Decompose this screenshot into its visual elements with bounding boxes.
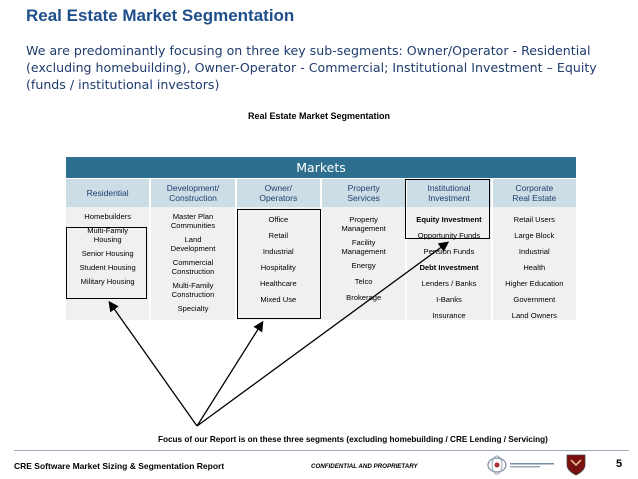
page-subtitle: We are predominantly focusing on three k… bbox=[26, 43, 597, 92]
list-item: Homebuilders bbox=[84, 212, 132, 221]
header-residential: Residential bbox=[66, 179, 152, 207]
list-item: I-Banks bbox=[436, 295, 462, 304]
list-item: Telco bbox=[354, 277, 373, 286]
list-item: Land Owners bbox=[511, 311, 557, 320]
column-owner-operators: Office Retail Industrial Hospitality Hea… bbox=[236, 207, 322, 320]
focus-note: Focus of our Report is on these three se… bbox=[158, 435, 548, 444]
list-item: Industrial bbox=[518, 247, 550, 256]
list-item: Pension Funds bbox=[423, 247, 475, 256]
highlight-box-residential bbox=[66, 227, 147, 299]
list-item: Large Block bbox=[514, 231, 555, 240]
list-item: Equity Investment bbox=[416, 215, 482, 224]
list-item: Commercial Construction bbox=[171, 258, 215, 276]
page-number: 5 bbox=[616, 458, 623, 470]
header-institutional-investment: Institutional Investment bbox=[407, 179, 493, 207]
footer-divider bbox=[14, 450, 629, 451]
list-item: Military Housing bbox=[80, 277, 135, 286]
column-headers: Residential Development/ Construction Ow… bbox=[66, 179, 576, 207]
column-development: Master Plan Communities Land Development… bbox=[151, 207, 237, 320]
crest-logo-icon bbox=[566, 454, 586, 476]
list-item: Master Plan Communities bbox=[170, 212, 216, 230]
footer-report-title: CRE Software Market Sizing & Segmentatio… bbox=[14, 461, 225, 471]
list-item: Insurance bbox=[432, 311, 466, 320]
list-item: Facility Management bbox=[341, 238, 386, 256]
list-item: Retail bbox=[268, 231, 289, 240]
list-item: Brokerage bbox=[346, 293, 382, 302]
list-item: Government bbox=[513, 295, 556, 304]
list-item: Health bbox=[523, 263, 546, 272]
page-title: Real Estate Market Segmentation bbox=[26, 6, 295, 25]
list-item: Multi-Family Construction bbox=[171, 281, 215, 299]
column-property-services: Property Management Facility Management … bbox=[321, 207, 408, 320]
list-item: Industrial bbox=[262, 247, 294, 256]
list-item: Office bbox=[268, 215, 289, 224]
list-item: Lenders / Banks bbox=[421, 279, 477, 288]
segment-columns: Homebuilders Multi-Family Housing Senior… bbox=[66, 207, 576, 320]
list-item: Retail Users bbox=[513, 215, 555, 224]
list-item: Student Housing bbox=[79, 263, 136, 272]
list-item: Senior Housing bbox=[81, 249, 134, 258]
list-item: Debt Investment bbox=[419, 263, 479, 272]
list-item: Mixed Use bbox=[260, 295, 297, 304]
list-item: Multi-Family Housing bbox=[87, 226, 129, 244]
column-residential: Homebuilders Multi-Family Housing Senior… bbox=[66, 207, 152, 320]
company-logo-icon bbox=[487, 455, 554, 475]
column-institutional-investment: Equity Investment Opportunity Funds Pens… bbox=[407, 207, 493, 320]
header-owner-operators: Owner/ Operators bbox=[236, 179, 322, 207]
column-corporate-real-estate: Retail Users Large Block Industrial Heal… bbox=[492, 207, 576, 320]
markets-header: Markets bbox=[66, 157, 576, 178]
footer-confidential: CONFIDENTIAL AND PROPRIETARY bbox=[311, 463, 418, 470]
list-item: Energy bbox=[351, 261, 376, 270]
list-item: Higher Education bbox=[505, 279, 564, 288]
list-item: Property Management bbox=[341, 215, 386, 233]
highlight-box-owner-operators bbox=[237, 209, 321, 319]
list-item: Healthcare bbox=[259, 279, 297, 288]
header-development: Development/ Construction bbox=[151, 179, 237, 207]
list-item: Specialty bbox=[177, 304, 209, 313]
list-item: Opportunity Funds bbox=[417, 231, 481, 240]
header-corporate-real-estate: Corporate Real Estate bbox=[492, 179, 576, 207]
segmentation-title: Real Estate Market Segmentation bbox=[247, 111, 391, 121]
list-item: Land Development bbox=[170, 235, 216, 253]
header-property-services: Property Services bbox=[321, 179, 408, 207]
list-item: Hospitality bbox=[260, 263, 296, 272]
highlight-box-institutional bbox=[405, 179, 490, 239]
